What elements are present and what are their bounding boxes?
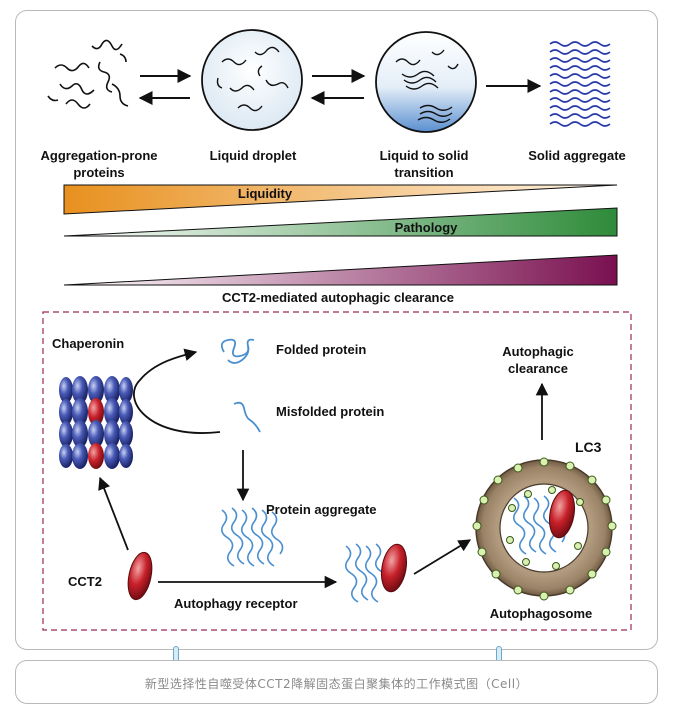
stage2-label: Liquid droplet xyxy=(210,148,297,163)
autophagic-clearance-label-line1: Autophagic xyxy=(502,344,574,359)
protein-aggregate-label: Protein aggregate xyxy=(266,502,377,517)
cct2-bound-aggregate-icon xyxy=(344,543,408,603)
aggregation-prone-proteins-icon xyxy=(47,39,129,109)
folded-protein-label: Folded protein xyxy=(276,342,366,357)
caption-frame xyxy=(15,660,658,704)
autophagosome-icon xyxy=(472,457,617,601)
lc3-label: LC3 xyxy=(575,439,602,455)
stage1-label-line1: Aggregation-prone xyxy=(41,148,158,163)
figure-diagram: Aggregation-prone proteins Liquid drople… xyxy=(41,29,632,631)
liquidity-label: Liquidity xyxy=(238,186,293,201)
misfolded-protein-icon xyxy=(233,401,261,433)
figure-caption: 新型选择性自噬受体CCT2降解固态蛋白聚集体的工作模式图（Cell） xyxy=(144,677,529,691)
folded-protein-icon xyxy=(220,338,255,364)
liquidity-wedge xyxy=(63,184,618,215)
chaperonin-label: Chaperonin xyxy=(52,336,124,351)
cct2-label: CCT2 xyxy=(68,574,102,589)
cct2-icon xyxy=(127,551,153,601)
liquid-to-solid-transition-icon xyxy=(375,31,477,133)
refolding-arrow xyxy=(133,348,221,434)
protein-aggregate-icon xyxy=(220,507,284,567)
solid-aggregate-icon xyxy=(549,41,611,127)
autophagy-receptor-label: Autophagy receptor xyxy=(174,596,298,611)
clearance-label: CCT2-mediated autophagic clearance xyxy=(222,290,454,305)
autophagic-clearance-label-line2: clearance xyxy=(508,361,568,376)
pathology-label: Pathology xyxy=(395,220,459,235)
stage3-label-line1: Liquid to solid xyxy=(380,148,469,163)
liquid-droplet-icon xyxy=(201,29,303,131)
autophagosome-label: Autophagosome xyxy=(490,606,593,621)
pathology-wedge xyxy=(63,207,618,237)
mechanism-box xyxy=(42,311,632,631)
misfolded-protein-label: Misfolded protein xyxy=(276,404,384,419)
clearance-wedge xyxy=(63,254,618,286)
stage1-label-line2: proteins xyxy=(73,165,124,180)
chaperonin-icon xyxy=(59,376,133,469)
stage4-label: Solid aggregate xyxy=(528,148,626,163)
stage3-label-line2: transition xyxy=(394,165,453,180)
